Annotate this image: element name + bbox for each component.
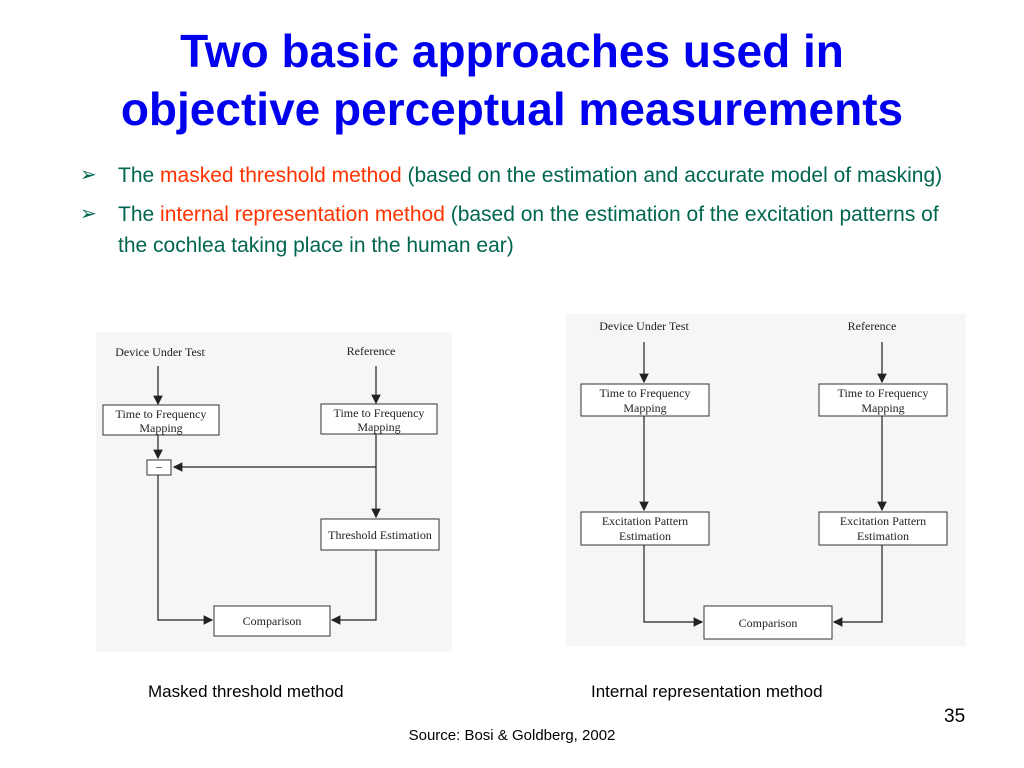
slide-title-line-1: Two basic approaches used in	[180, 25, 844, 77]
box-label-line: Estimation	[619, 529, 671, 543]
diagram-background	[566, 314, 966, 646]
slide-title: Two basic approaches used in objective p…	[0, 22, 1024, 138]
label-reference: Reference	[848, 319, 897, 333]
box-time-to-frequency-ref: Time to Frequency Mapping	[320, 403, 438, 435]
internal-representation-diagram: Device Under Test Reference Time to Freq…	[566, 314, 966, 646]
box-label-line: Comparison	[243, 614, 302, 628]
bullet-highlight: internal representation method	[160, 203, 445, 226]
bullet-list: ➢ The masked threshold method (based on …	[78, 160, 958, 269]
box-time-to-frequency-ref: Time to Frequency Mapping	[818, 383, 948, 417]
box-label-line: Mapping	[623, 401, 666, 415]
box-label-line: Mapping	[357, 420, 400, 434]
box-threshold-estimation: Threshold Estimation	[320, 518, 440, 551]
bullet-highlight: masked threshold method	[160, 164, 402, 187]
caption-internal-representation: Internal representation method	[591, 682, 823, 701]
bullet-item-internal-representation: ➢ The internal representation method (ba…	[78, 199, 958, 261]
page-number: 35	[944, 706, 966, 727]
masked-threshold-diagram-svg: Device Under Test Reference Time to Freq…	[96, 332, 452, 652]
label-device-under-test: Device Under Test	[115, 345, 205, 359]
box-label-line: Time to Frequency	[116, 407, 207, 421]
box-label-line: Threshold Estimation	[328, 528, 432, 542]
arrowhead-bullet-icon: ➢	[80, 203, 97, 225]
box-excitation-pattern-dut: Excitation Pattern Estimation	[580, 511, 710, 546]
box-label-line: Time to Frequency	[600, 386, 691, 400]
box-comparison: Comparison	[213, 605, 331, 637]
arrowhead-bullet-icon: ➢	[80, 164, 97, 186]
box-time-to-frequency-dut: Time to Frequency Mapping	[580, 383, 710, 417]
internal-representation-diagram-svg: Device Under Test Reference Time to Freq…	[566, 314, 966, 646]
label-reference: Reference	[347, 344, 396, 358]
masked-threshold-diagram: Device Under Test Reference Time to Freq…	[96, 332, 452, 652]
arrow-excitation-ref-to-comparison	[832, 545, 883, 627]
box-time-to-frequency-dut: Time to Frequency Mapping	[102, 404, 220, 436]
arrow-excitation-dut-to-comparison	[643, 545, 704, 627]
box-excitation-pattern-ref: Excitation Pattern Estimation	[818, 511, 948, 546]
box-subtract: −	[146, 459, 172, 476]
bullet-text-pre: The	[118, 203, 161, 226]
bullet-text-pre: The	[118, 164, 161, 187]
box-label-line: Mapping	[139, 421, 182, 435]
arrow-subtract-to-comparison	[157, 475, 214, 625]
box-label-line: Time to Frequency	[838, 386, 929, 400]
box-label-line: Comparison	[739, 616, 798, 630]
bullet-item-masked-threshold: ➢ The masked threshold method (based on …	[78, 160, 958, 191]
box-label-line: Estimation	[857, 529, 909, 543]
caption-masked-threshold: Masked threshold method	[148, 682, 344, 701]
source-citation: Source: Bosi & Goldberg, 2002	[408, 727, 616, 744]
slide-title-line-2: objective perceptual measurements	[120, 83, 904, 135]
box-label-line: Excitation Pattern	[840, 514, 926, 528]
box-label-line: Time to Frequency	[334, 406, 425, 420]
bullet-text-post: (based on the estimation of the excitati…	[118, 203, 939, 257]
label-device-under-test: Device Under Test	[599, 319, 689, 333]
box-label-line: Excitation Pattern	[602, 514, 688, 528]
bullet-text-post: (based on the estimation and accurate mo…	[401, 164, 943, 187]
subtract-symbol: −	[155, 460, 162, 475]
box-label-line: Mapping	[861, 401, 904, 415]
arrow-threshold-to-comparison	[330, 550, 377, 625]
diagram-background	[96, 332, 452, 652]
box-comparison: Comparison	[703, 605, 833, 640]
